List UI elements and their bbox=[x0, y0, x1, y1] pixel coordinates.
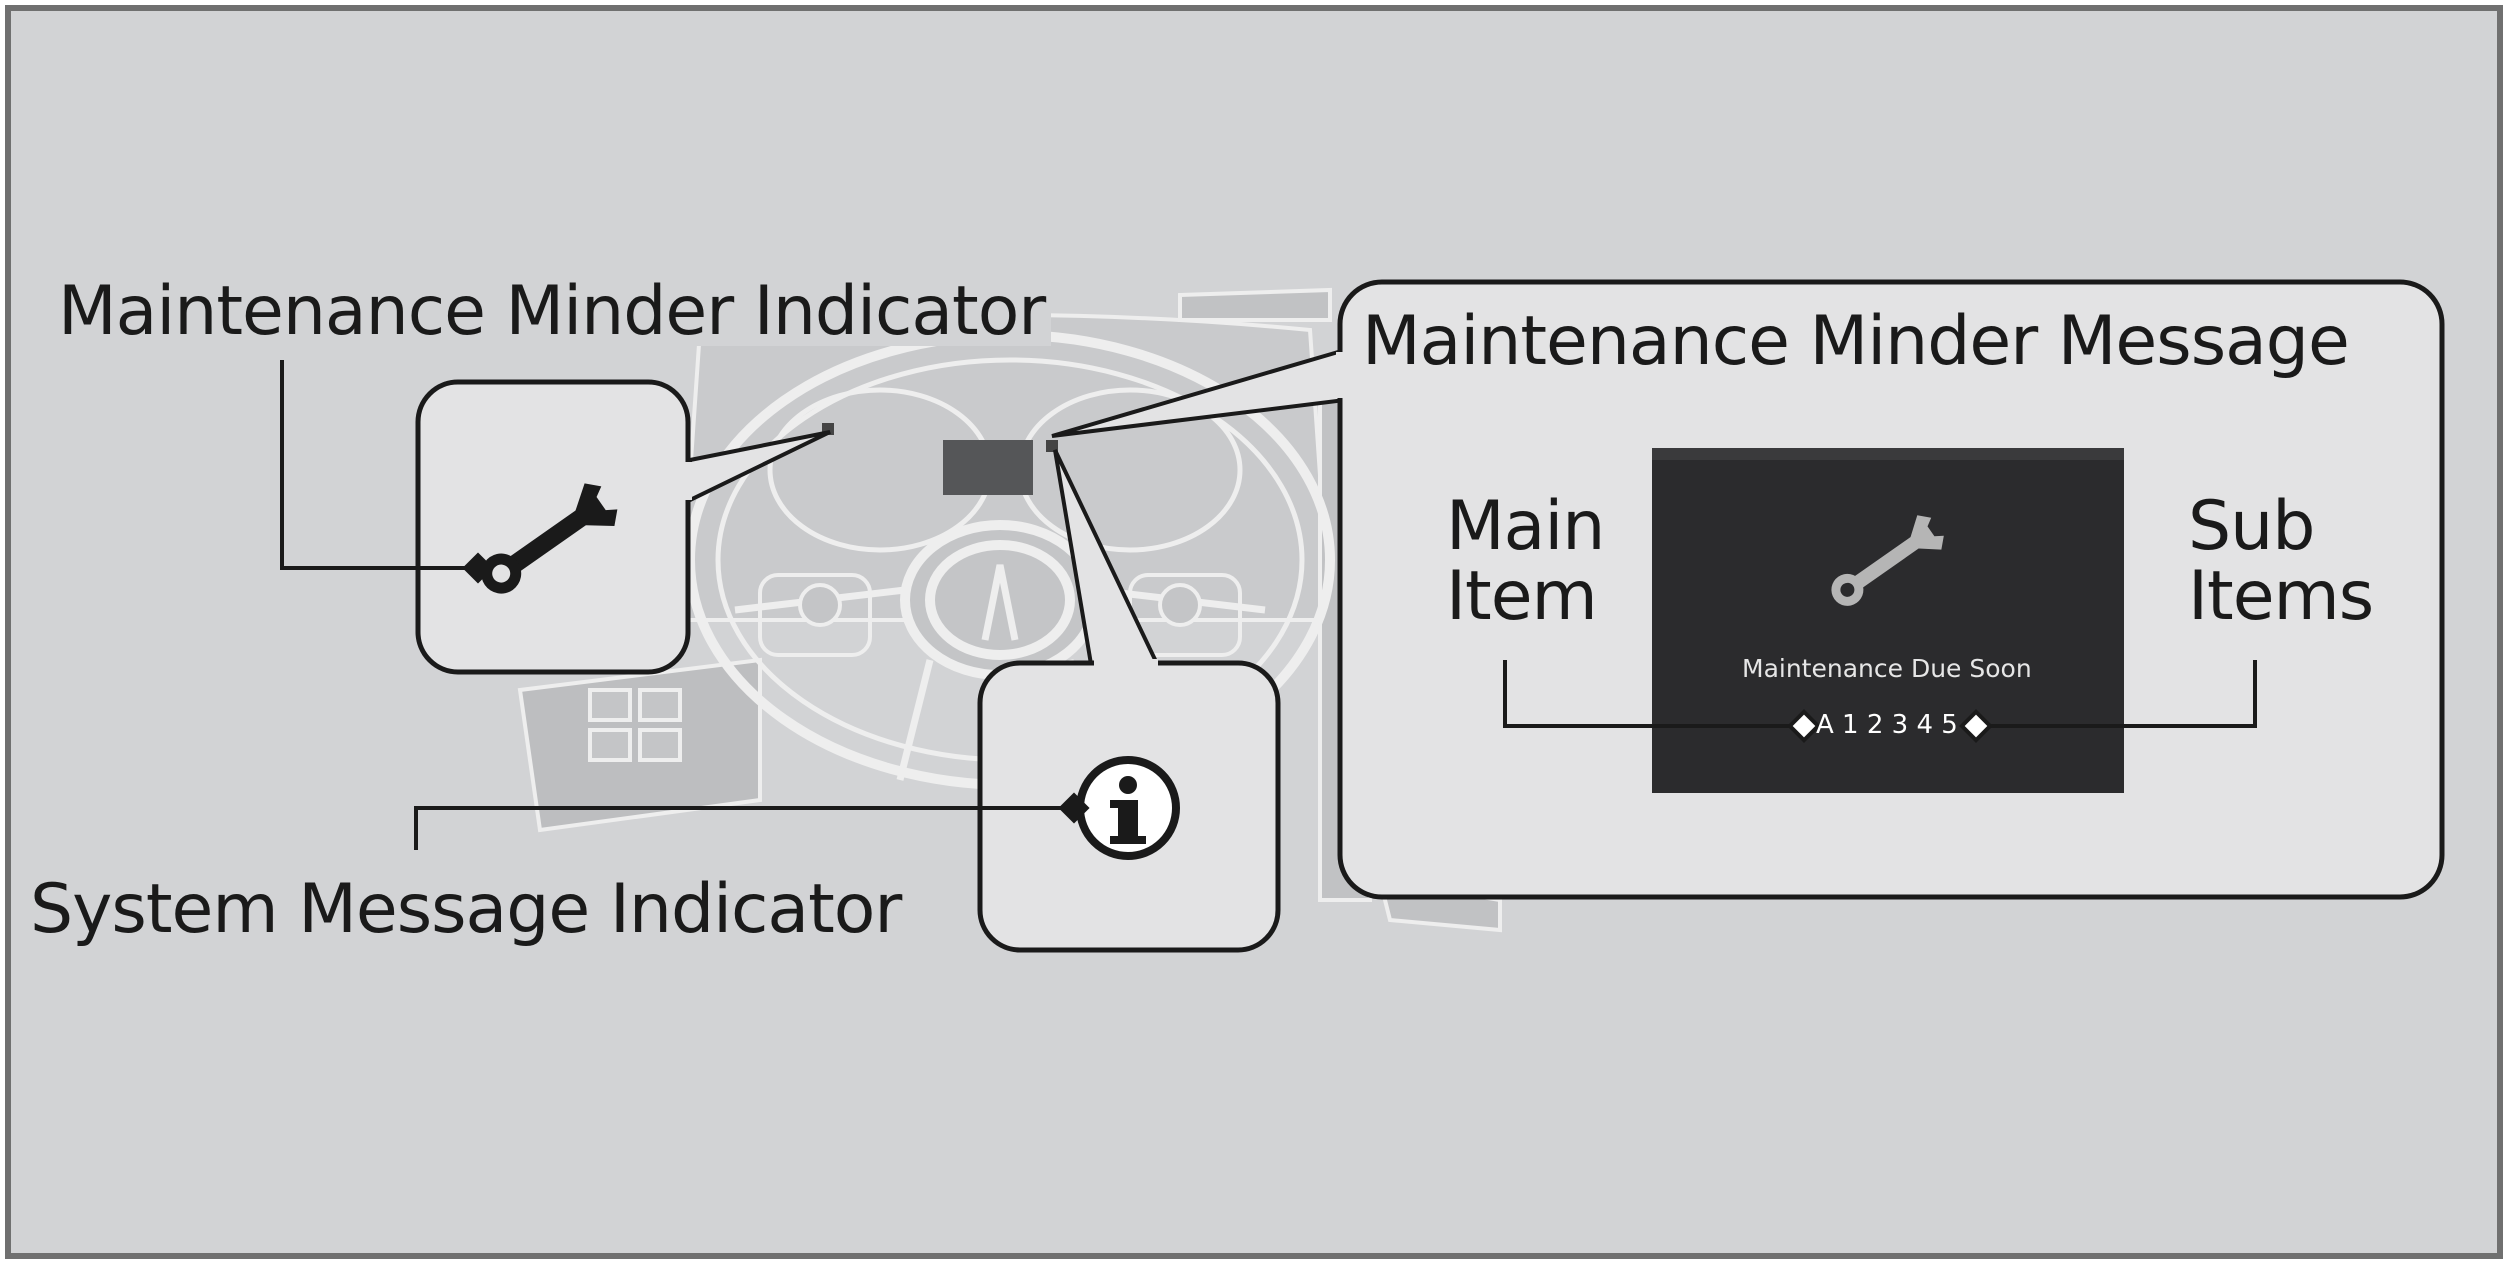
info-icon bbox=[1076, 756, 1180, 860]
diamond-markers bbox=[462, 552, 1993, 824]
cluster-display bbox=[943, 440, 1033, 495]
maintenance-minder-indicator-label: Maintenance Minder Indicator bbox=[52, 278, 1052, 346]
sub-items-label: Sub Items bbox=[2188, 487, 2374, 636]
wrench-icon bbox=[481, 483, 618, 594]
sub-items-line-1: Sub bbox=[2188, 487, 2315, 566]
display-maintenance-codes: A 1 2 3 4 5 bbox=[1816, 710, 1958, 740]
main-item-line-1: Main bbox=[1446, 487, 1605, 566]
wheel-buttons bbox=[588, 573, 1242, 762]
system-message-indicator-label: System Message Indicator bbox=[24, 876, 908, 944]
display-screen bbox=[1652, 448, 2124, 793]
sub-items-line-2: Items bbox=[2188, 557, 2374, 636]
main-item-label: Main Item bbox=[1446, 487, 1605, 636]
leader-lines bbox=[280, 360, 2257, 850]
indicator-position-info bbox=[1046, 440, 1058, 452]
main-item-line-2: Item bbox=[1446, 557, 1598, 636]
display-message: Maintenance Due Soon bbox=[1742, 654, 2032, 683]
display-wrench-icon bbox=[1831, 515, 1944, 606]
maintenance-minder-message-label: Maintenance Minder Message bbox=[1356, 308, 2355, 376]
